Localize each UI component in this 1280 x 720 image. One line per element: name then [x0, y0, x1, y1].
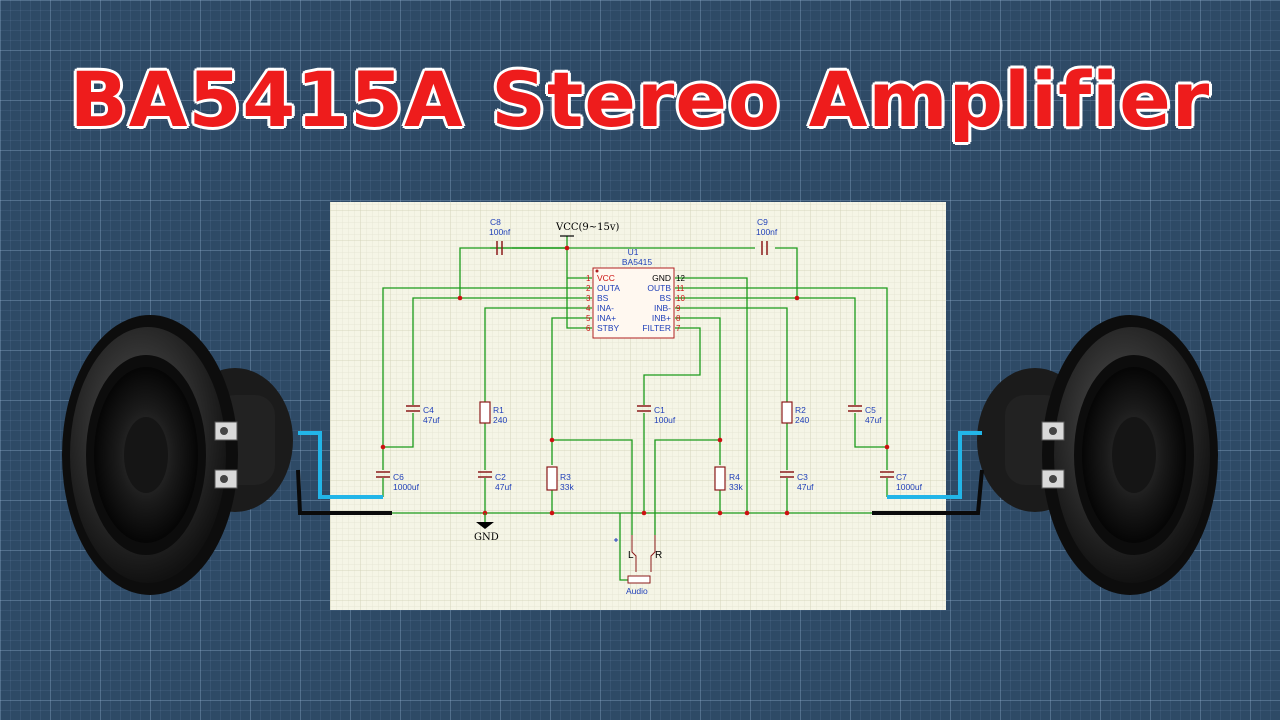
- ic-part: BA5415: [622, 257, 653, 267]
- r3-value: 33k: [560, 482, 574, 492]
- r4-ref: R4: [729, 472, 740, 482]
- c8-value: 100nf: [489, 227, 511, 237]
- ic-right-pin-number: 7: [676, 324, 681, 333]
- ic-left-pin-number: 5: [586, 314, 591, 323]
- ic-left-pin-name: INA-: [597, 303, 614, 313]
- ic-right-pin-name: GND: [652, 273, 671, 283]
- audio-jack-right-label: R: [655, 550, 662, 561]
- audio-jack: L R Audio: [614, 535, 662, 596]
- c1-ref: C1: [654, 405, 665, 415]
- page-title: BA5415A Stereo Amplifier: [69, 55, 1211, 144]
- ic-right-pin-name: FILTER: [642, 323, 671, 333]
- ic-right-pin-number: 12: [676, 274, 685, 283]
- ic-right-pin-number: 10: [676, 294, 685, 303]
- c9-ref: C9: [757, 217, 768, 227]
- vcc-symbol: VCC(9~15v): [555, 222, 620, 237]
- ic-left-pin-number: 6: [586, 324, 591, 333]
- ic-left-pin-number: 1: [586, 274, 591, 283]
- ic-left-pin-number: 3: [586, 294, 591, 303]
- left-speaker: [62, 315, 293, 595]
- capacitors: [376, 241, 894, 478]
- ic-right-pin-number: 11: [676, 284, 685, 293]
- resistors: [479, 401, 793, 491]
- c3-ref: C3: [797, 472, 808, 482]
- ic-left-pin-number: 4: [586, 304, 591, 313]
- left-speaker-terminal-icon: [214, 421, 238, 489]
- c4-value: 47uf: [423, 415, 440, 425]
- c7-ref: C7: [896, 472, 907, 482]
- speaker-wires: [296, 431, 984, 515]
- r1-ref: R1: [493, 405, 504, 415]
- c7-value: 1000uf: [896, 482, 923, 492]
- r2-value: 240: [795, 415, 809, 425]
- gnd-symbol: GND: [474, 513, 499, 543]
- c4-ref: C4: [423, 405, 434, 415]
- audio-jack-left-label: L: [628, 550, 634, 561]
- r1-value: 240: [493, 415, 507, 425]
- ic-u1: U1 BA5415 1 VCC 2 OUTA 3 BS 4 INA- 5 INA+ 6 STBY GN…: [586, 247, 685, 339]
- right-speaker: [977, 315, 1218, 595]
- ic-right-pin-name: OUTB: [647, 283, 671, 293]
- ic-left-pin-number: 2: [586, 284, 591, 293]
- right-speaker-terminal-icon: [1041, 421, 1065, 489]
- gnd-label: GND: [474, 532, 499, 543]
- schematic-wires: [382, 236, 888, 581]
- r2-ref: R2: [795, 405, 806, 415]
- c9-value: 100nf: [756, 227, 778, 237]
- ic-left-pin-name: INA+: [597, 313, 616, 323]
- ic-right-pin-number: 8: [676, 314, 681, 323]
- c8-ref: C8: [490, 217, 501, 227]
- r3-ref: R3: [560, 472, 571, 482]
- ic-left-pin-name: VCC: [597, 273, 615, 283]
- vcc-label: VCC(9~15v): [555, 222, 620, 233]
- audio-jack-label: Audio: [626, 586, 648, 596]
- ic-right-pin-name: INB+: [652, 313, 671, 323]
- ic-left-pin-name: BS: [597, 293, 609, 303]
- ic-left-pin-name: STBY: [597, 323, 620, 333]
- junction-dots: [380, 245, 890, 516]
- ic-ref: U1: [628, 247, 639, 257]
- ic-right-pin-number: 9: [676, 304, 681, 313]
- c2-ref: C2: [495, 472, 506, 482]
- c5-ref: C5: [865, 405, 876, 415]
- c6-value: 1000uf: [393, 482, 420, 492]
- c5-value: 47uf: [865, 415, 882, 425]
- r4-value: 33k: [729, 482, 743, 492]
- c1-value: 100uf: [654, 415, 676, 425]
- ic-left-pin-name: OUTA: [597, 283, 620, 293]
- c6-ref: C6: [393, 472, 404, 482]
- component-labels: C8 100nf C9 100nf C4 47uf C6 1000uf R1 2…: [393, 217, 923, 492]
- c3-value: 47uf: [797, 482, 814, 492]
- ic-right-pin-name: INB-: [654, 303, 671, 313]
- ic-right-pin-name: BS: [660, 293, 672, 303]
- c2-value: 47uf: [495, 482, 512, 492]
